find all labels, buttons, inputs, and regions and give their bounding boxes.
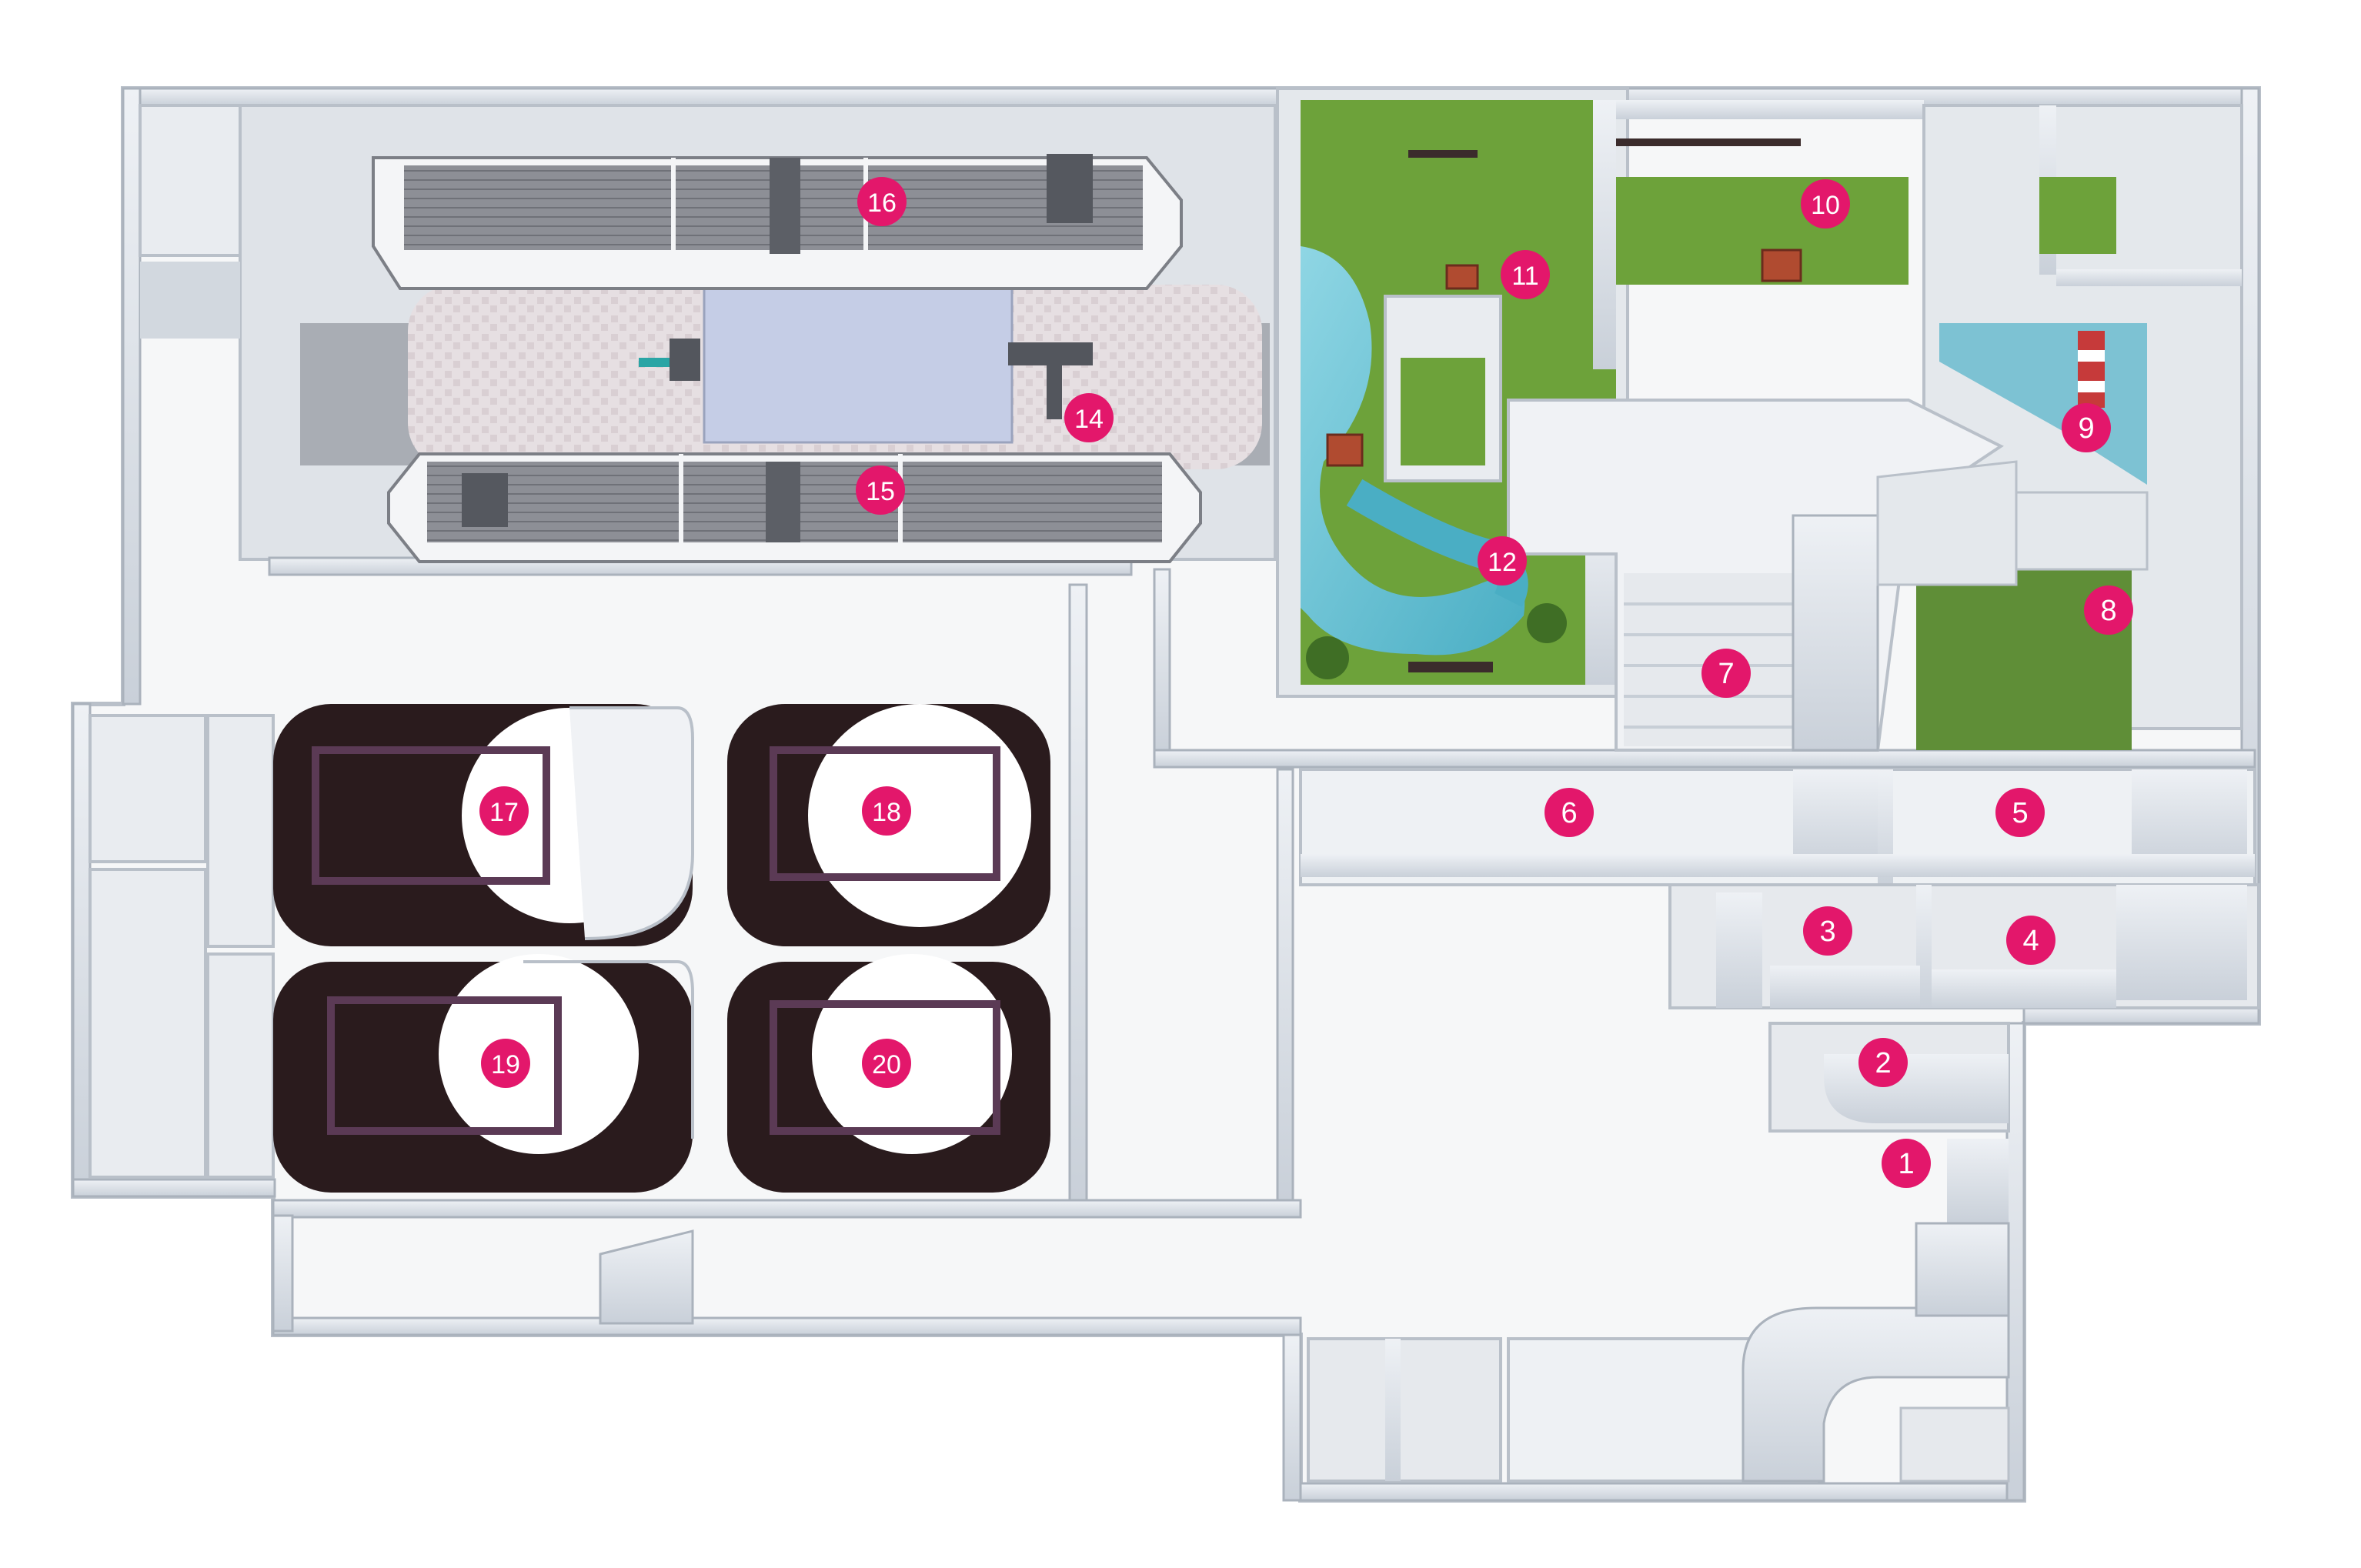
rooms-2-3-4 (1668, 883, 2260, 1223)
lobby-rooms (1307, 1222, 2010, 1483)
marker-18[interactable]: 18 (862, 786, 911, 836)
marker-15[interactable]: 15 (856, 465, 905, 515)
marker-7-label: 7 (1718, 658, 1734, 690)
marker-3-label: 3 (1819, 916, 1835, 948)
pod-room-17 (273, 704, 694, 946)
marker-5[interactable]: 5 (1995, 788, 2045, 837)
pod-room-19 (273, 954, 694, 1193)
marker-5-label: 5 (2012, 797, 2028, 829)
marker-11-label: 11 (1511, 262, 1538, 291)
marker-20-label: 20 (872, 1050, 901, 1079)
garden-section (1276, 87, 1924, 698)
marker-14-label: 14 (1074, 405, 1104, 434)
marker-14[interactable]: 14 (1064, 393, 1114, 442)
marker-4[interactable]: 4 (2006, 916, 2055, 965)
marker-6[interactable]: 6 (1545, 788, 1594, 837)
right-section (1916, 104, 2243, 750)
corridor-band (1299, 768, 2256, 886)
marker-6-label: 6 (1561, 797, 1577, 829)
marker-19-label: 19 (491, 1050, 520, 1079)
marker-9-label: 9 (2078, 412, 2094, 445)
marker-2-label: 2 (1875, 1047, 1891, 1079)
marker-16-label: 16 (867, 188, 897, 218)
marker-9[interactable]: 9 (2062, 403, 2111, 452)
marker-1[interactable]: 1 (1882, 1139, 1931, 1188)
marker-4-label: 4 (2022, 925, 2039, 957)
marker-12[interactable]: 12 (1478, 536, 1527, 585)
ship-upper-model (372, 154, 1183, 290)
marker-17-label: 17 (489, 798, 519, 827)
ship-lower-model (387, 452, 1202, 563)
marker-16[interactable]: 16 (857, 177, 907, 226)
marker-1-label: 1 (1898, 1148, 1914, 1180)
marker-10-label: 10 (1811, 191, 1840, 220)
marker-8-label: 8 (2100, 595, 2116, 627)
marker-8[interactable]: 8 (2084, 585, 2133, 635)
marker-3[interactable]: 3 (1803, 906, 1852, 956)
marker-2[interactable]: 2 (1858, 1038, 1908, 1087)
marker-10[interactable]: 10 (1801, 179, 1850, 229)
marker-20[interactable]: 20 (862, 1039, 911, 1088)
marker-12-label: 12 (1488, 548, 1517, 577)
marker-11[interactable]: 11 (1501, 250, 1550, 299)
map-markers: 1 2 3 4 5 6 7 8 (479, 177, 2133, 1188)
marker-15-label: 15 (866, 477, 895, 506)
marker-7[interactable]: 7 (1701, 649, 1751, 698)
central-hall-walls (272, 568, 2256, 1333)
marker-18-label: 18 (872, 798, 901, 827)
marker-17[interactable]: 17 (479, 786, 529, 836)
left-storage-rooms (88, 104, 275, 1179)
marker-19[interactable]: 19 (481, 1039, 530, 1088)
crane-equipment (639, 339, 1093, 419)
